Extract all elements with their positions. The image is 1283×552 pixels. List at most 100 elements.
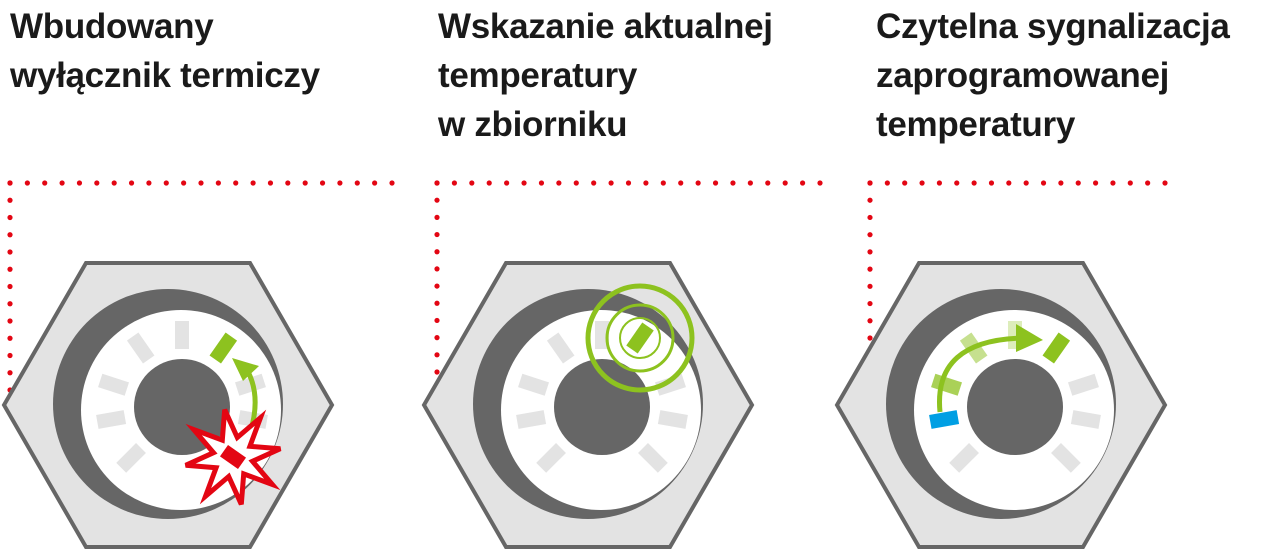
dot	[434, 180, 440, 186]
dot	[919, 180, 925, 186]
dot	[372, 180, 378, 186]
dot	[7, 335, 13, 341]
tick-mark	[209, 332, 238, 364]
dot	[867, 300, 873, 307]
dot	[521, 180, 527, 186]
dot	[799, 180, 806, 186]
dot	[504, 180, 510, 186]
dot	[954, 180, 960, 186]
title-line: temperatury	[438, 56, 637, 95]
dot	[7, 318, 13, 324]
tick-mark	[1042, 332, 1071, 364]
dot	[867, 283, 873, 289]
tick-mark	[1067, 373, 1099, 396]
dot	[250, 180, 256, 186]
title-line: zaprogramowanej	[876, 56, 1170, 95]
dot	[434, 266, 440, 272]
dot	[971, 180, 977, 186]
dot	[146, 180, 152, 186]
tick-mark	[536, 443, 566, 473]
dot	[7, 249, 13, 255]
dot	[434, 283, 440, 289]
dot	[643, 180, 649, 186]
dot	[782, 180, 788, 186]
feature-title-programmed-temperature: Czytelna sygnalizacja zaprogramowanej te…	[876, 2, 1230, 149]
tick-mark-programmed	[929, 410, 960, 429]
dot	[434, 197, 440, 203]
dot	[451, 180, 458, 186]
dot	[608, 180, 614, 186]
dot	[712, 180, 719, 186]
dot	[1075, 180, 1081, 186]
dot	[867, 335, 873, 341]
dot	[867, 232, 873, 238]
pulse-ring-inner	[619, 317, 661, 359]
dot	[988, 180, 995, 186]
dot	[1145, 180, 1151, 186]
dot	[867, 266, 873, 272]
title-line: temperatury	[876, 105, 1075, 144]
dot	[1162, 180, 1168, 186]
dot	[902, 180, 908, 186]
dot	[867, 180, 873, 186]
dot	[434, 231, 440, 238]
tick-mark-overheat	[219, 444, 247, 470]
dot	[7, 180, 13, 186]
dot	[936, 180, 943, 186]
dotted-line	[434, 180, 440, 375]
dot	[7, 352, 13, 359]
dot	[1023, 180, 1029, 186]
tick-mark	[175, 321, 189, 349]
dot	[163, 180, 169, 186]
tick-mark	[595, 321, 609, 349]
feature-title-thermal-cutoff: Wbudowany wyłącznik termiczy	[10, 2, 320, 100]
dot	[7, 370, 13, 376]
tick-mark	[657, 410, 688, 429]
tick-mark	[96, 410, 127, 429]
dot	[625, 180, 632, 186]
feature-title-current-temperature: Wskazanie aktualnej temperatury w zbiorn…	[438, 2, 773, 149]
dot	[337, 180, 343, 186]
dot	[486, 180, 492, 186]
dot	[747, 180, 753, 186]
dot	[884, 180, 890, 186]
dot	[434, 249, 440, 255]
dot	[319, 180, 326, 186]
dot	[7, 301, 13, 307]
thermal-cutoff-icon	[1, 261, 335, 549]
dot	[1058, 180, 1064, 186]
dot	[660, 180, 666, 186]
dot	[285, 180, 291, 186]
dot	[215, 180, 221, 186]
dot	[573, 180, 579, 186]
dot	[434, 369, 440, 375]
dotted-line	[867, 180, 1168, 186]
dot	[556, 180, 562, 186]
dot	[7, 232, 13, 238]
dot	[24, 180, 30, 186]
dot	[1006, 180, 1012, 186]
title-line: Wskazanie aktualnej	[438, 7, 773, 46]
dot	[181, 180, 187, 186]
center-hub	[967, 359, 1063, 455]
dot	[1040, 180, 1047, 186]
tick-mark	[546, 332, 575, 364]
dot	[591, 180, 597, 186]
title-line: Czytelna sygnalizacja	[876, 7, 1230, 46]
tick-mark-current	[626, 322, 654, 354]
tick-mark	[116, 443, 146, 473]
dot	[434, 214, 440, 220]
arrow-head	[1016, 324, 1043, 352]
arrow-head	[232, 358, 259, 381]
dotted-line	[7, 180, 395, 186]
dot	[1110, 180, 1116, 186]
dot	[695, 180, 701, 186]
dot	[7, 266, 13, 272]
dot	[867, 214, 873, 221]
dot	[76, 180, 83, 186]
dot	[128, 180, 135, 186]
tick-mark	[1070, 410, 1101, 429]
dot	[434, 335, 440, 341]
dot	[1092, 180, 1099, 186]
